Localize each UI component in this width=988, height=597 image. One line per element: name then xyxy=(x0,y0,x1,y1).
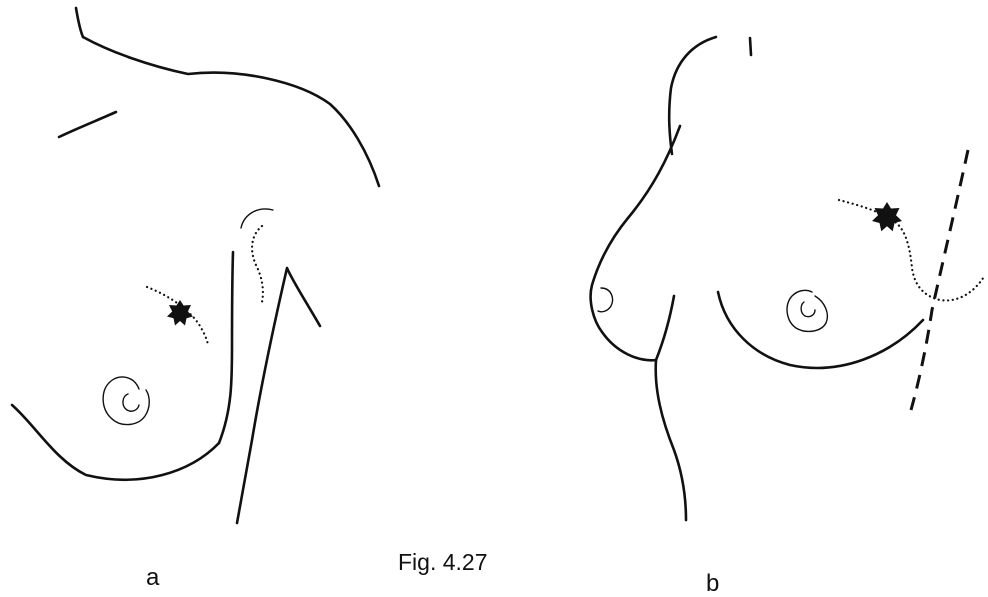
panel-a-nipple xyxy=(123,394,139,411)
panel-a-breast-contour xyxy=(12,405,219,480)
panel-a-clavicle-line xyxy=(59,112,116,137)
figure-caption: Fig. 4.27 xyxy=(398,551,488,574)
panel-b-tumor-star-icon xyxy=(872,202,902,231)
panel-b-profile-breast-fold xyxy=(656,296,674,360)
panel-b-nipple xyxy=(801,302,815,317)
panel-a-label: a xyxy=(146,566,159,590)
panel-b-sternal-line xyxy=(750,38,751,55)
panel-b-dashed-flap-line xyxy=(911,150,968,410)
panel-b-profile-nipple xyxy=(598,288,613,312)
panel-b-incision-dotted xyxy=(839,200,985,300)
panel-a-neck-line xyxy=(76,8,83,37)
panel-b-waist-line xyxy=(656,360,686,520)
panel-a-tumor-star-icon xyxy=(167,300,193,326)
panel-b-areola xyxy=(787,290,827,331)
panel-a-drawing xyxy=(12,8,379,523)
panel-b-label: b xyxy=(706,572,719,596)
panel-a-axillary-arc xyxy=(241,209,273,228)
panel-a-areola xyxy=(103,377,149,425)
panel-a-shoulder-contour xyxy=(83,37,379,186)
panel-a-chest-wall xyxy=(219,252,233,443)
panel-b-breast-contour xyxy=(718,292,923,368)
panel-a-arm-line xyxy=(237,268,320,523)
panel-a-axillary-incision xyxy=(252,226,263,302)
panel-b-drawing xyxy=(591,37,985,520)
